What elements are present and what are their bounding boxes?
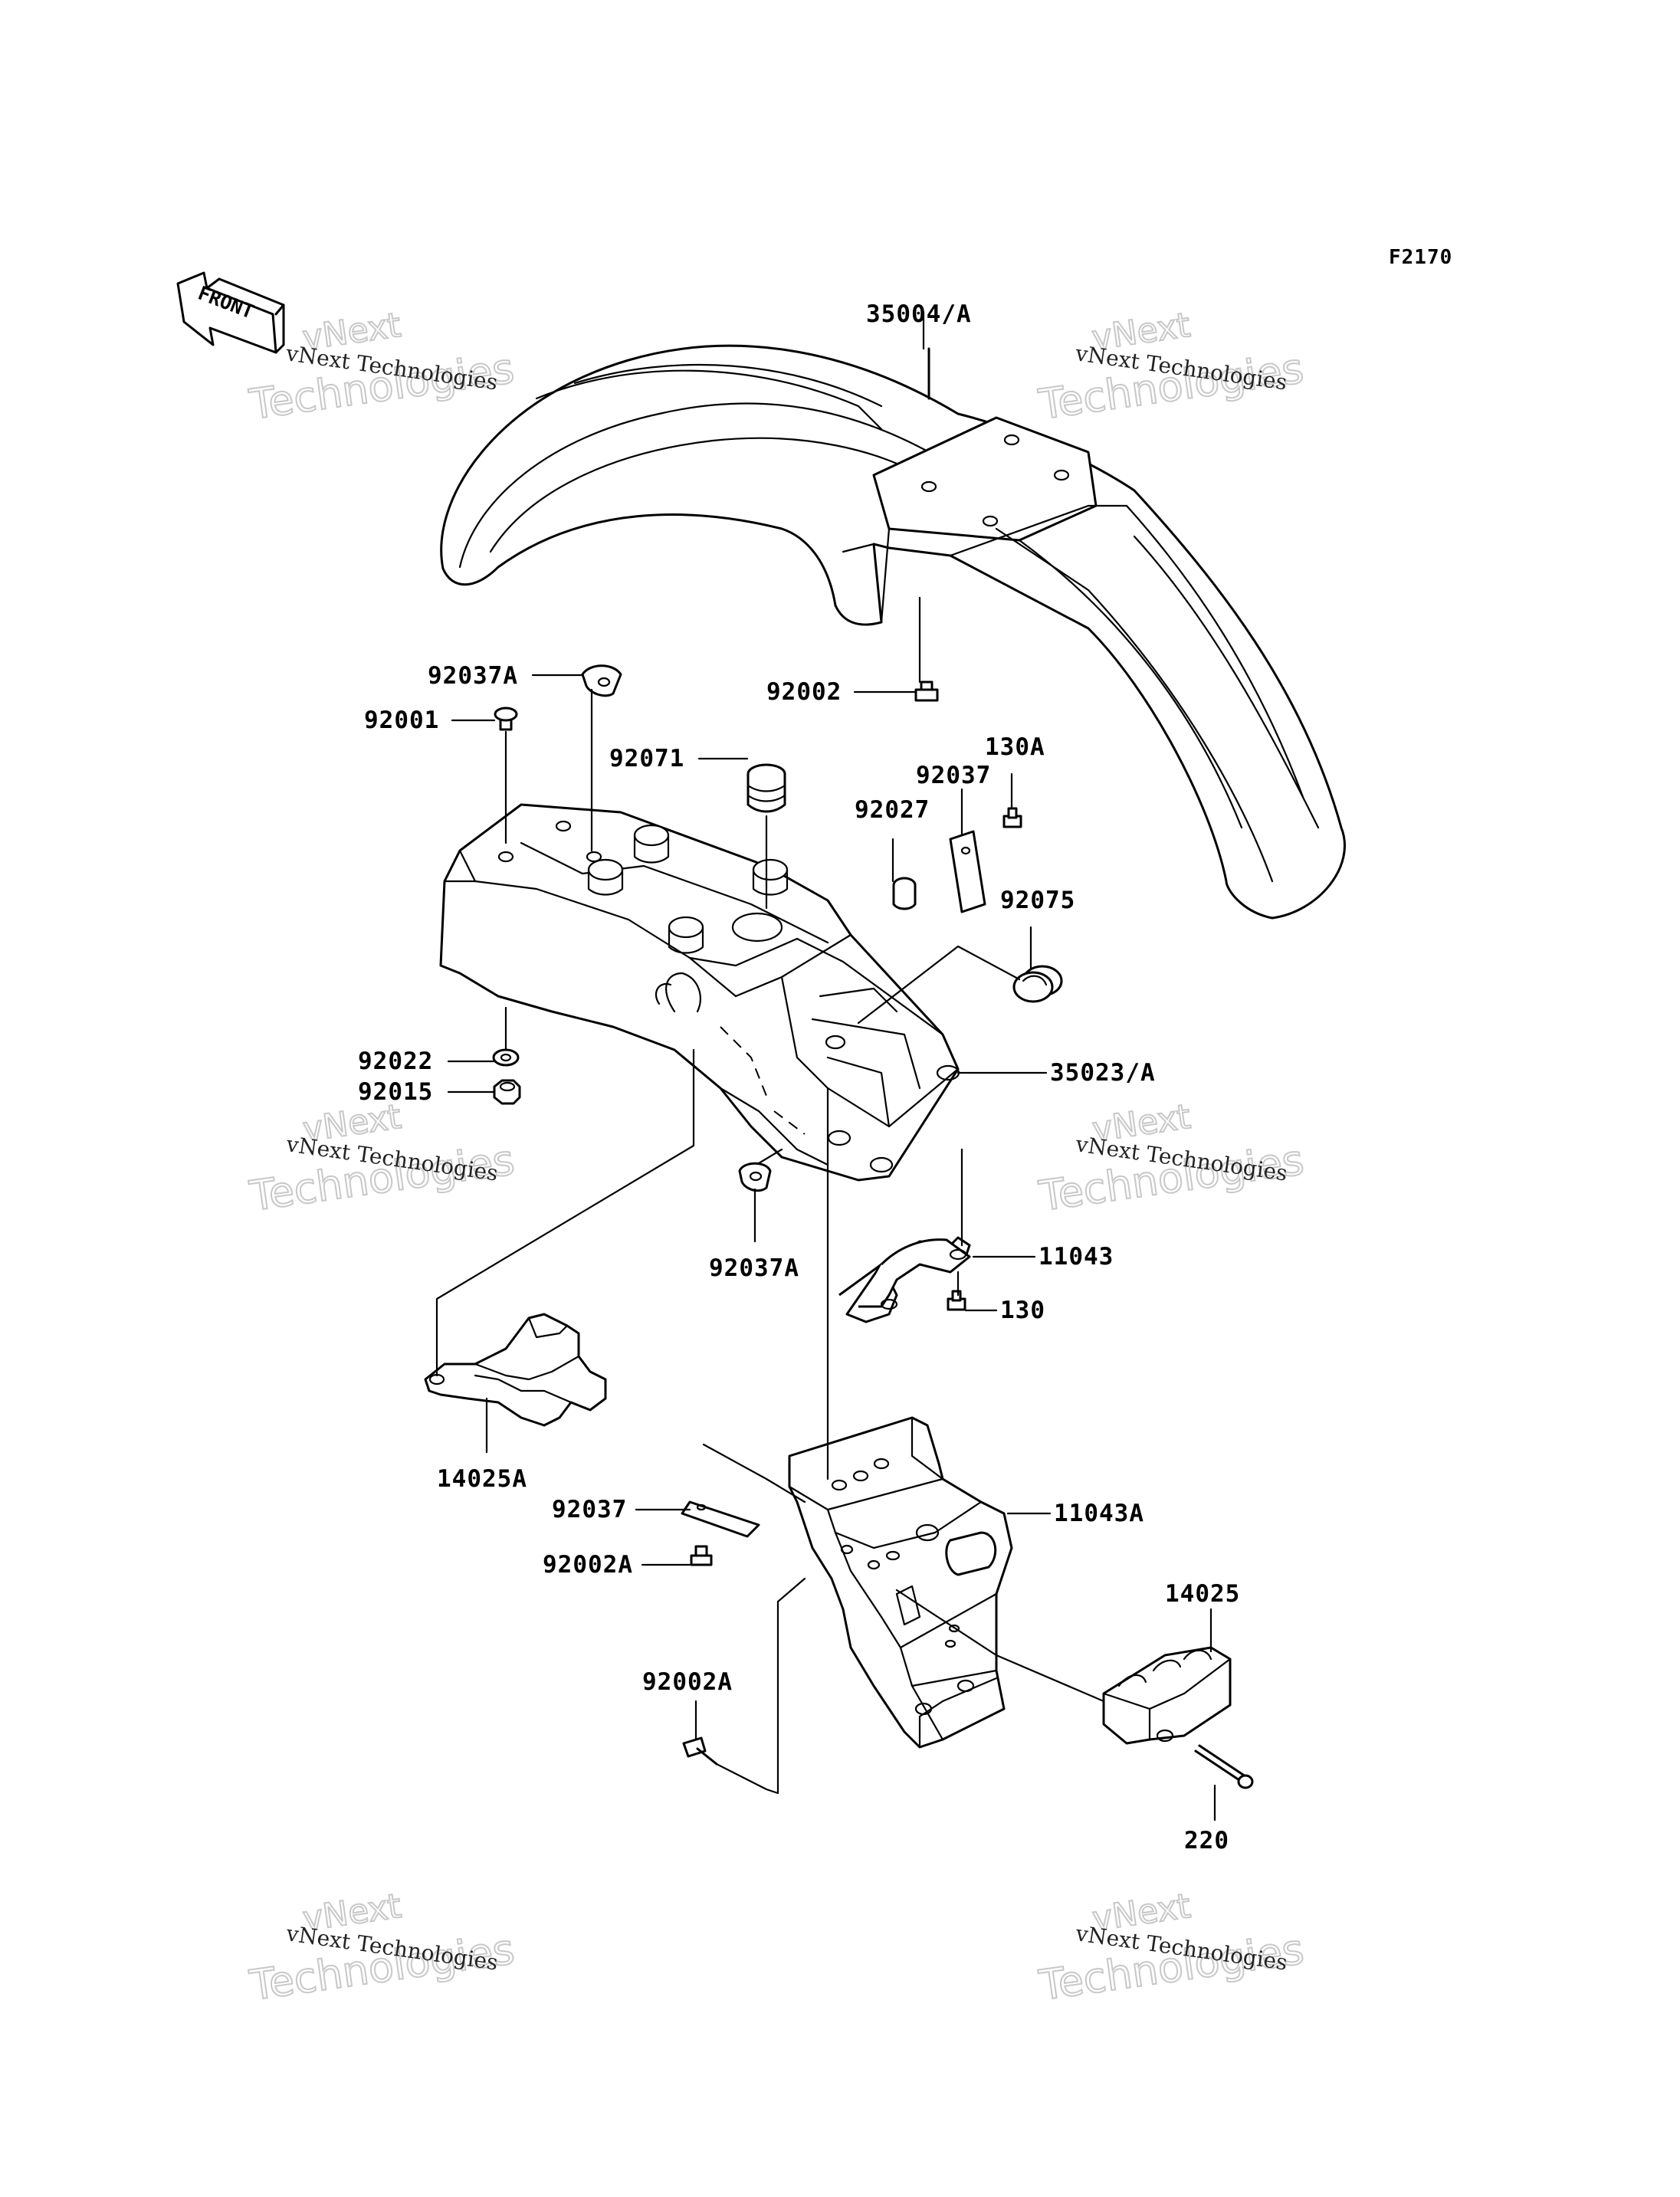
- part-label-92075[interactable]: 92075: [1000, 887, 1075, 914]
- part-label-92001[interactable]: 92001: [364, 707, 439, 734]
- bracket-11043-drawing: [838, 1236, 971, 1323]
- fastener-drawings: [492, 664, 1254, 1789]
- part-label-92037A-mid[interactable]: 92037A: [709, 1254, 799, 1282]
- figure-id: F2170: [1389, 246, 1452, 269]
- part-label-92027[interactable]: 92027: [855, 796, 930, 824]
- part-label-92071[interactable]: 92071: [609, 745, 684, 772]
- rear-fender-drawing: [440, 344, 1346, 920]
- bracket-14025A-drawing: [424, 1313, 607, 1427]
- part-label-130A[interactable]: 130A: [985, 733, 1045, 761]
- part-label-11043A[interactable]: 11043A: [1054, 1500, 1144, 1527]
- part-label-92002A-b[interactable]: 92002A: [642, 1668, 733, 1696]
- part-label-92037-low[interactable]: 92037: [552, 1496, 627, 1523]
- bracket-11043A-drawing: [788, 1416, 1013, 1749]
- part-label-92002A-a[interactable]: 92002A: [543, 1551, 633, 1579]
- part-label-14025A[interactable]: 14025A: [437, 1465, 527, 1493]
- part-label-220[interactable]: 220: [1184, 1827, 1229, 1854]
- part-label-92022[interactable]: 92022: [358, 1048, 433, 1075]
- part-label-14025[interactable]: 14025: [1165, 1580, 1240, 1608]
- leader-lines: [435, 310, 1216, 1822]
- part-label-92015[interactable]: 92015: [358, 1078, 433, 1106]
- block-14025-drawing: [1102, 1646, 1232, 1745]
- front-arrow-label: FRONT: [195, 282, 257, 323]
- part-label-130[interactable]: 130: [1000, 1297, 1045, 1324]
- inner-fender-drawing: [439, 803, 960, 1182]
- part-label-92002[interactable]: 92002: [766, 678, 842, 706]
- front-arrow-icon: FRONT: [176, 271, 285, 354]
- part-label-11043[interactable]: 11043: [1039, 1243, 1114, 1271]
- part-label-35023A[interactable]: 35023/A: [1050, 1059, 1156, 1087]
- part-label-35004A[interactable]: 35004/A: [866, 300, 972, 328]
- part-label-92037-top[interactable]: 92037: [916, 762, 991, 789]
- part-label-92037A-top[interactable]: 92037A: [428, 662, 518, 690]
